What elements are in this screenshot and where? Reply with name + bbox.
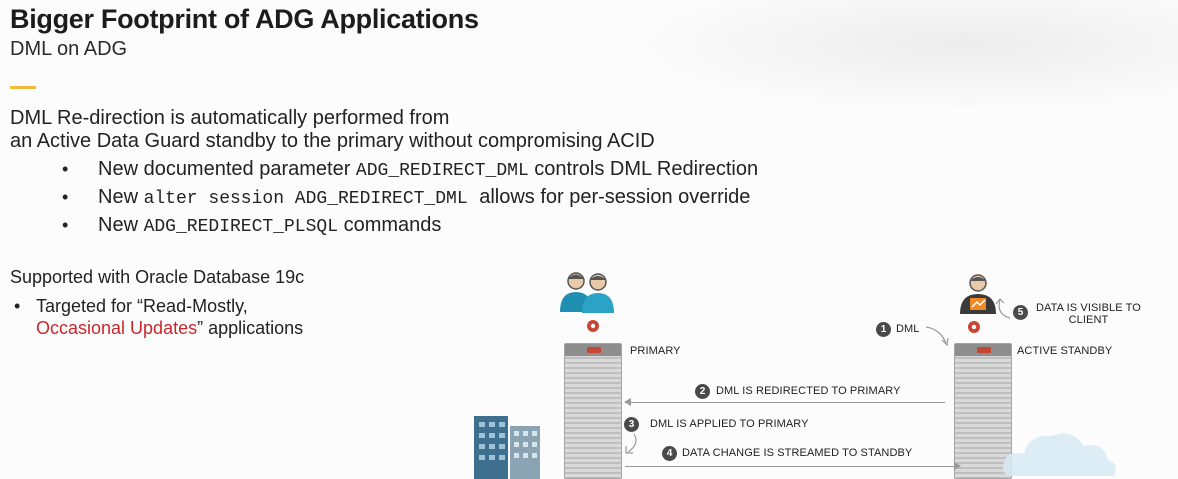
return-arrow-icon <box>995 298 1011 319</box>
background-texture <box>640 0 1178 110</box>
step-4-badge: 4 <box>662 446 677 461</box>
redirect-arrow <box>624 398 945 406</box>
support-bullet: •Targeted for “Read-Mostly, Occasional U… <box>14 296 304 338</box>
step-2-badge: 2 <box>695 384 710 399</box>
stream-arrow <box>625 462 961 470</box>
intro-line-2: an Active Data Guard standby to the prim… <box>10 130 655 152</box>
office-building-icon <box>474 416 540 479</box>
gear-icon <box>968 321 980 333</box>
step-2-label: DML IS REDIRECTED TO PRIMARY <box>716 385 901 397</box>
bullet-item: New alter session ADG_REDIRECT_DML allow… <box>62 183 758 211</box>
code-command: ADG_REDIRECT_PLSQL <box>143 217 339 237</box>
standby-database-server-icon <box>954 343 1012 479</box>
active-standby-label: ACTIVE STANDBY <box>1017 345 1113 357</box>
primary-database-server-icon <box>564 343 622 479</box>
step-3-badge: 3 <box>624 417 639 432</box>
cloud-icon <box>1003 433 1116 476</box>
step-1-label: DML <box>896 323 920 335</box>
arrow-to-standby-icon <box>925 326 949 347</box>
slide-title: Bigger Footprint of ADG Applications <box>10 4 479 34</box>
primary-label: PRIMARY <box>630 345 681 357</box>
step-5-badge: 5 <box>1013 305 1028 320</box>
code-statement: alter session ADG_REDIRECT_DML <box>143 189 468 209</box>
support-title: Supported with Oracle Database 19c <box>10 267 305 287</box>
client-user-icon <box>960 274 996 314</box>
bullet-item: New ADG_REDIRECT_PLSQL commands <box>62 211 758 239</box>
intro-line-1: DML Re-direction is automatically perfor… <box>10 107 450 129</box>
bullet-item: New documented parameter ADG_REDIRECT_DM… <box>62 155 758 183</box>
step-1-badge: 1 <box>876 322 891 337</box>
intro-text: DML Re-direction is automatically perfor… <box>10 107 655 153</box>
feature-bullet-list: New documented parameter ADG_REDIRECT_DM… <box>62 155 758 239</box>
step-3-label: DML IS APPLIED TO PRIMARY <box>650 418 809 430</box>
step-4-label: DATA CHANGE IS STREAMED TO STANDBY <box>682 447 913 459</box>
step-5-label: DATA IS VISIBLE TO CLIENT <box>1036 302 1141 326</box>
gear-icon <box>587 320 599 332</box>
accent-bar <box>10 86 36 89</box>
users-icon <box>560 272 614 313</box>
apply-arrow-icon <box>625 433 637 454</box>
slide-subtitle: DML on ADG <box>10 38 128 60</box>
code-parameter: ADG_REDIRECT_DML <box>355 161 529 181</box>
highlight-occasional-updates: Occasional Updates <box>36 318 198 338</box>
